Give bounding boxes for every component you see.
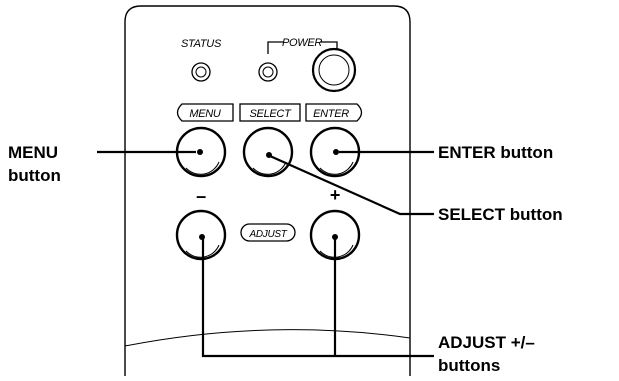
menu-callout-line2: button bbox=[8, 166, 61, 185]
enter-callout: ENTER button bbox=[438, 143, 553, 162]
power-label: POWER bbox=[282, 37, 322, 49]
adjust-callout-line1: ADJUST +/– bbox=[438, 333, 535, 352]
menu-label-box: MENU bbox=[176, 103, 234, 122]
adjust-plus-leader-dot bbox=[332, 234, 338, 240]
power-indicator-lamp bbox=[258, 62, 278, 82]
menu-panel-label: MENU bbox=[189, 108, 221, 120]
adjust-leader-line bbox=[201, 238, 434, 358]
select-leader-dot bbox=[266, 152, 272, 158]
select-panel-label: SELECT bbox=[250, 108, 293, 120]
enter-label-box: ENTER bbox=[305, 103, 363, 122]
menu-callout-line1: MENU bbox=[8, 143, 58, 162]
adjust-panel-label: ADJUST bbox=[248, 229, 287, 240]
adjust-callout-line2: buttons bbox=[438, 356, 500, 375]
status-indicator-lamp bbox=[191, 62, 211, 82]
enter-panel-label: ENTER bbox=[313, 108, 349, 120]
menu-leader-dot bbox=[197, 149, 203, 155]
select-callout: SELECT button bbox=[438, 205, 563, 224]
status-label: STATUS bbox=[181, 38, 222, 50]
power-button[interactable] bbox=[311, 47, 357, 93]
select-button[interactable] bbox=[242, 126, 294, 178]
adjust-minus-leader-dot bbox=[199, 234, 205, 240]
panel-outline bbox=[124, 5, 411, 376]
plus-sign: + bbox=[330, 185, 340, 205]
panel-lower-curve bbox=[124, 329, 411, 347]
leader-lines bbox=[97, 149, 434, 358]
select-leader-line bbox=[269, 154, 434, 216]
enter-leader-dot bbox=[333, 149, 339, 155]
minus-sign: – bbox=[196, 186, 206, 206]
select-label-box: SELECT bbox=[239, 103, 301, 122]
adjust-label-box: ADJUST bbox=[240, 223, 296, 242]
